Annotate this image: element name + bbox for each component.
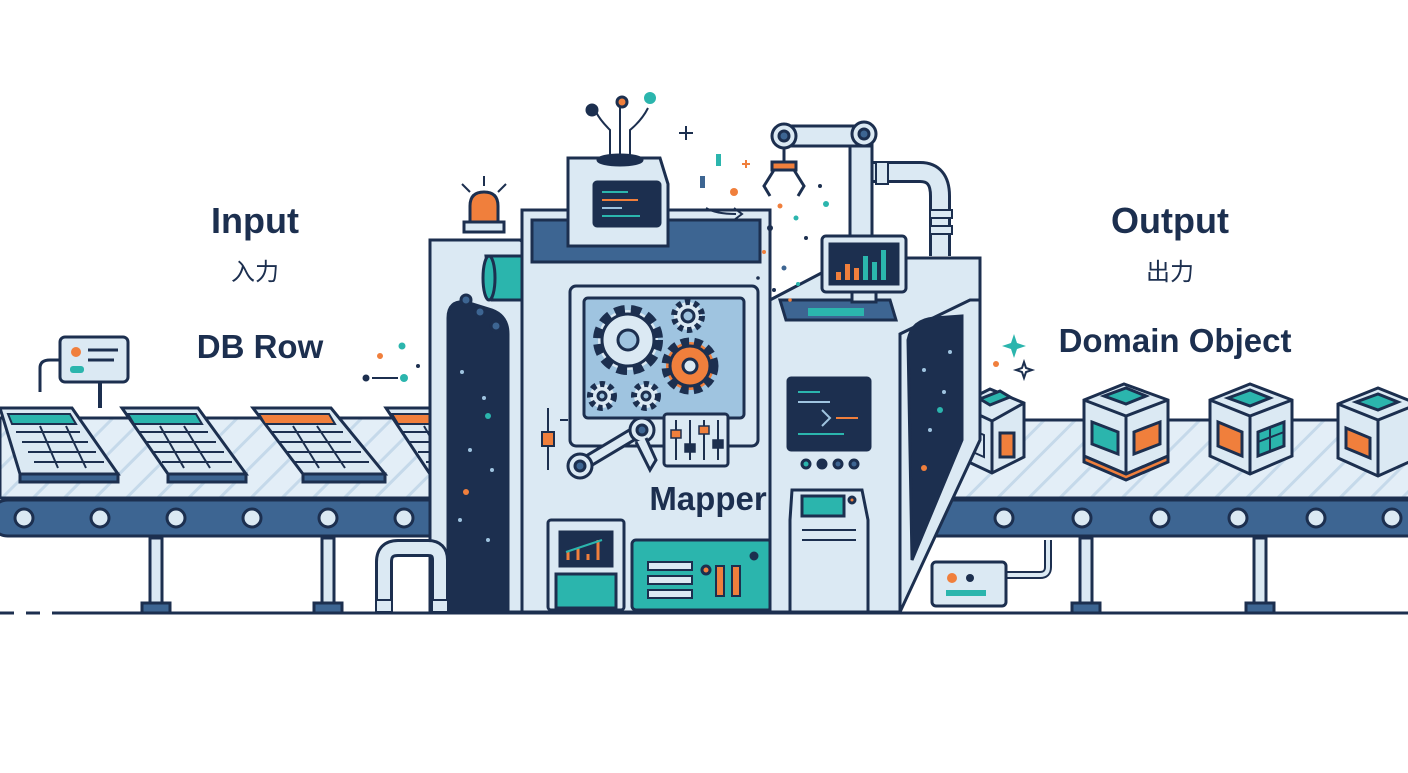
robot-arm-icon xyxy=(762,120,878,238)
monitor-icon xyxy=(820,234,908,304)
slider-icon xyxy=(541,408,568,470)
input-conveyor xyxy=(0,335,512,615)
machine-right-tower xyxy=(768,256,982,614)
robot-arm-icon xyxy=(566,416,658,480)
input-subtitle: 入力 xyxy=(231,259,279,286)
control-panel-icon xyxy=(662,412,730,468)
input-title: Input xyxy=(211,200,299,241)
output-title: Output xyxy=(1111,200,1229,241)
input-item-label: DB Row xyxy=(196,328,324,365)
output-item-label: Domain Object xyxy=(1058,322,1292,359)
sparkle-icon xyxy=(362,126,1036,382)
output-subtitle: 出力 xyxy=(1146,259,1194,286)
machine-label: Mapper xyxy=(649,480,767,517)
control-console xyxy=(546,518,774,612)
alarm-light-icon xyxy=(461,176,507,234)
gear-icon xyxy=(587,299,719,411)
pipe-icon xyxy=(375,161,953,613)
